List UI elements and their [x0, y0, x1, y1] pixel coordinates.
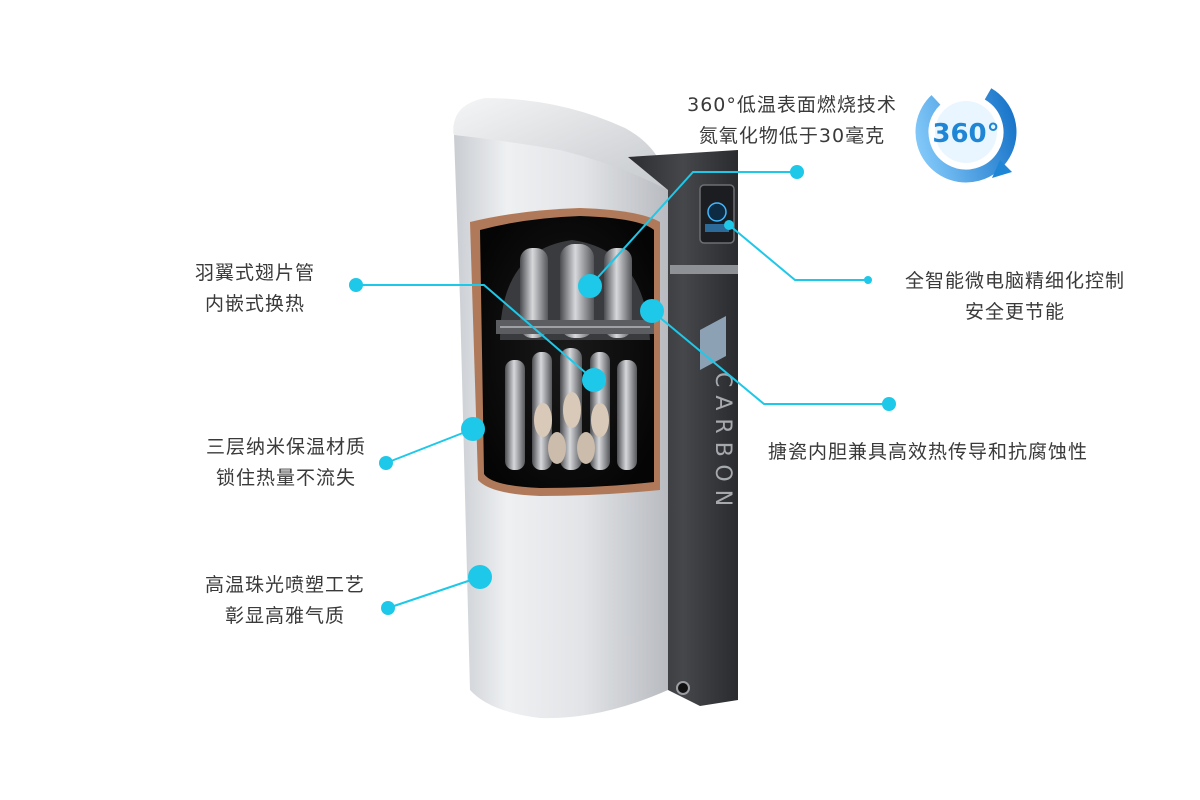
rotation-360-icon: 360°	[915, 81, 1017, 183]
callout-control-line2: 安全更节能	[964, 301, 1065, 323]
dot-enamel-start	[640, 299, 664, 323]
dot-insulation-start	[461, 417, 485, 441]
leader-lines	[356, 171, 889, 609]
callout-combustion-line2: 氮氧化物低于30毫克	[698, 125, 886, 147]
callout-control: 全智能微电脑精细化控制 安全更节能	[880, 266, 1150, 328]
callout-enamel-line1: 搪瓷内胆兼具高效热传导和抗腐蚀性	[768, 441, 1089, 463]
leader-fin-tube	[356, 284, 595, 381]
callout-control-line1: 全智能微电脑精细化控制	[904, 270, 1125, 292]
cutaway-interior	[470, 208, 660, 496]
badge-text: 360°	[932, 119, 999, 149]
dot-coating-start	[468, 565, 492, 589]
leader-insulation	[385, 428, 474, 464]
callout-fin-tube-line2: 内嵌式换热	[204, 293, 305, 315]
leader-enamel	[651, 310, 889, 405]
control-column: CARBON	[628, 150, 738, 706]
dot-control-start	[724, 220, 734, 230]
dot-control-end	[864, 276, 872, 284]
dot-coating-end	[381, 601, 395, 615]
callout-dots	[349, 165, 896, 615]
dot-enamel-end	[882, 397, 896, 411]
leader-coating	[387, 576, 481, 609]
leader-control	[728, 224, 868, 281]
dot-fin-tube-end	[582, 368, 606, 392]
callout-insulation-line2: 锁住热量不流失	[215, 467, 356, 489]
callout-combustion: 360°低温表面燃烧技术 氮氧化物低于30毫克	[662, 90, 922, 152]
dot-combustion-end	[790, 165, 804, 179]
callout-insulation: 三层纳米保温材质 锁住热量不流失	[196, 432, 376, 494]
callout-enamel: 搪瓷内胆兼具高效热传导和抗腐蚀性	[768, 437, 1088, 468]
callout-coating: 高温珠光喷塑工艺 彰显高雅气质	[190, 570, 380, 632]
callout-fin-tube: 羽翼式翅片管 内嵌式换热	[170, 258, 340, 320]
callout-insulation-line1: 三层纳米保温材质	[205, 436, 366, 458]
callout-fin-tube-line1: 羽翼式翅片管	[194, 262, 315, 284]
leader-combustion	[589, 171, 797, 287]
brand-wordmark: CARBON	[710, 372, 735, 514]
dot-combustion-start	[578, 274, 602, 298]
callout-coating-line1: 高温珠光喷塑工艺	[204, 574, 365, 596]
callout-coating-line2: 彰显高雅气质	[224, 605, 345, 627]
dot-insulation-end	[379, 456, 393, 470]
callout-combustion-line1: 360°低温表面燃烧技术	[687, 94, 897, 116]
dot-fin-tube-start	[349, 278, 363, 292]
